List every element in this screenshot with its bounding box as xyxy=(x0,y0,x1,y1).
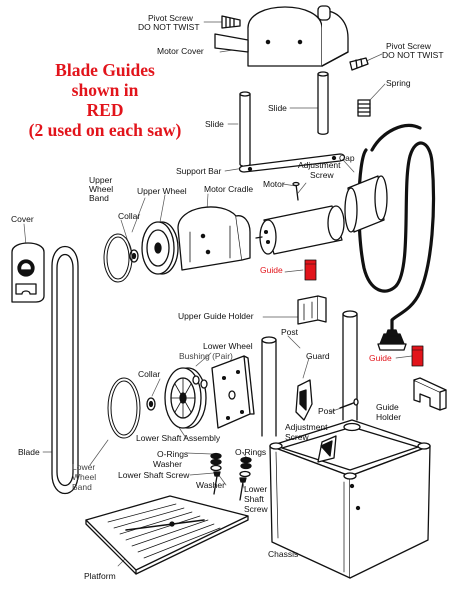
guide-holder xyxy=(413,377,447,411)
pivot-screw-right xyxy=(349,57,369,71)
label-spring: Spring xyxy=(386,78,411,88)
lower-shaft-assembly xyxy=(211,355,255,429)
o-rings-washer-left xyxy=(210,452,222,472)
label-blade: Blade xyxy=(18,447,40,457)
label-lower-shaft-screw-right-3: Screw xyxy=(244,504,268,514)
cap xyxy=(344,175,388,233)
label-upper-wheel: Upper Wheel xyxy=(137,186,187,196)
blade-guide-bottom xyxy=(411,345,424,367)
motor-cradle xyxy=(177,206,251,271)
guard xyxy=(295,379,313,421)
upper-wheel xyxy=(141,221,179,275)
lower-wheel-band xyxy=(107,377,141,439)
spring xyxy=(357,99,371,117)
label-bushing-pair: Bushing (Pair) xyxy=(179,351,233,361)
label-upper-wheel-band-2: Wheel xyxy=(89,184,114,194)
label-pivot-screw-left-note: DO NOT TWIST xyxy=(138,22,200,32)
label-post-top: Post xyxy=(281,327,299,337)
label-motor-cradle: Motor Cradle xyxy=(204,184,254,194)
chassis xyxy=(269,419,431,579)
label-guide-holder-2: Holder xyxy=(376,412,402,422)
label-washer-right: Washer xyxy=(196,480,225,490)
label-lower-wheel-band-3: Band xyxy=(72,482,92,492)
label-o-rings-right: O-Rings xyxy=(235,447,267,457)
label-motor-cover: Motor Cover xyxy=(157,46,204,56)
label-guard: Guard xyxy=(306,351,330,361)
label-motor: Motor xyxy=(263,179,285,189)
label-lower-wheel-band: Lower xyxy=(72,462,96,472)
label-adjustment-screw-bottom: Adjustment xyxy=(285,422,328,432)
label-collar-top: Collar xyxy=(118,211,141,221)
label-cover: Cover xyxy=(11,214,34,224)
label-support-bar: Support Bar xyxy=(176,166,222,176)
label-guide-holder: Guide xyxy=(376,402,399,412)
label-slide-right: Slide xyxy=(268,103,287,113)
label-guide-top: Guide xyxy=(260,265,283,275)
headline-line-4: (2 used on each saw) xyxy=(28,120,182,140)
label-lower-shaft-screw-left: Lower Shaft Screw xyxy=(118,470,190,480)
label-pivot-screw-right: Pivot Screw xyxy=(386,41,431,51)
label-collar-bottom: Collar xyxy=(138,369,161,379)
platform xyxy=(85,495,249,575)
label-upper-wheel-band: Upper xyxy=(89,175,113,185)
label-lower-shaft-screw-right: Lower xyxy=(244,484,268,494)
label-post-bottom: Post xyxy=(318,406,336,416)
label-cap: Cap xyxy=(339,153,355,163)
label-adjustment-screw-bottom-2: Screw xyxy=(285,432,309,442)
label-upper-wheel-band-3: Band xyxy=(89,193,109,203)
pivot-screw-left xyxy=(221,15,241,29)
power-cord xyxy=(357,123,436,332)
label-upper-guide-holder: Upper Guide Holder xyxy=(178,311,254,321)
lower-wheel xyxy=(164,367,207,429)
label-lower-wheel: Lower Wheel xyxy=(203,341,253,351)
lower-shaft-screw-right xyxy=(239,477,247,501)
motor-cover xyxy=(214,5,349,67)
headline-line-1: Blade Guides xyxy=(55,60,155,80)
label-chassis: Chassis xyxy=(268,549,299,559)
support-bar xyxy=(238,153,346,173)
plug xyxy=(377,329,407,351)
upper-guide-holder xyxy=(297,295,327,325)
headline-line-3: RED xyxy=(86,100,124,120)
slide-right xyxy=(317,71,329,135)
label-lower-shaft-screw-right-2: Shaft xyxy=(244,494,264,504)
upper-wheel-band xyxy=(103,233,133,283)
label-lower-shaft-assembly: Lower Shaft Assembly xyxy=(136,433,221,443)
label-pivot-screw-left: Pivot Screw xyxy=(148,13,193,23)
label-slide-left: Slide xyxy=(205,119,224,129)
cover xyxy=(11,242,45,303)
label-o-rings-left: O-Rings xyxy=(157,449,189,459)
adjustment-screw-top xyxy=(292,181,300,201)
bushing-pair xyxy=(192,375,208,389)
label-guide-bottom: Guide xyxy=(369,353,392,363)
post-left xyxy=(261,336,277,437)
o-rings-washer-right xyxy=(239,456,252,478)
lower-shaft-screw-left xyxy=(213,471,221,495)
label-pivot-screw-right-note: DO NOT TWIST xyxy=(382,50,444,60)
label-adjustment-screw-top: Adjustment xyxy=(298,160,341,170)
blade xyxy=(51,246,79,494)
adjustment-screw-bottom xyxy=(339,398,359,409)
label-washer-left: Washer xyxy=(153,459,182,469)
collar-bottom xyxy=(146,397,156,411)
blade-guides-headline: Blade Guides shown in RED (2 used on eac… xyxy=(10,60,200,140)
blade-guide-top xyxy=(304,259,317,281)
label-adjustment-screw-top-2: Screw xyxy=(310,170,334,180)
motor xyxy=(255,205,345,255)
label-platform: Platform xyxy=(84,571,116,581)
label-lower-wheel-band-2: Wheel xyxy=(72,472,97,482)
slide-left xyxy=(239,91,251,167)
headline-line-2: shown in xyxy=(71,80,139,100)
